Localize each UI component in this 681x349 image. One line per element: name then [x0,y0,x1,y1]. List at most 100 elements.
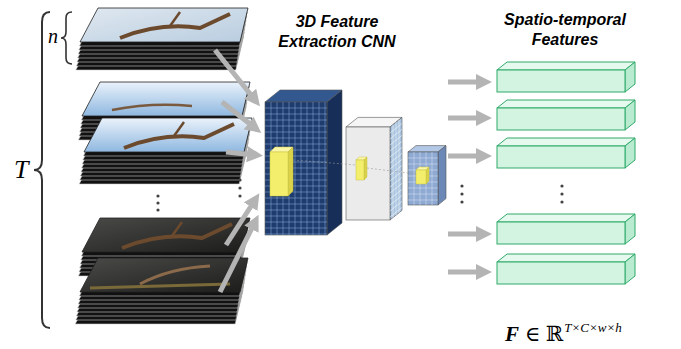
grid-line [408,194,438,195]
feature-map [497,70,625,92]
frame-image [82,82,250,116]
grid-line [265,204,327,205]
ellipsis-dot [156,201,159,204]
ellipsis-dot [460,184,463,187]
block-front [346,127,390,220]
branch [172,222,182,236]
axis-label: n [48,24,58,48]
flow-arrow [448,154,484,159]
kernel-side [364,157,367,180]
grid-line [408,200,438,201]
grid-line [408,164,438,165]
flow-arrow [222,102,255,128]
feature-side [625,138,635,168]
cnn-blocks [265,90,446,235]
kernel-front [270,152,288,196]
feature-top [497,138,635,146]
kernel-front [356,160,364,180]
feature-side [625,254,635,284]
grid-line [265,108,327,109]
flow-arrow [226,152,255,155]
flow-arrow [220,222,255,292]
brace-n [61,12,72,64]
grid-line [265,216,327,217]
flow-arrow [448,232,484,237]
branch [112,105,192,110]
ellipsis-dot [156,194,159,197]
ellipsis-dot [156,208,159,211]
grid-line [408,158,438,159]
flow-arrow [448,116,484,121]
kernel-front [416,170,426,184]
ellipsis-dot [460,192,463,195]
grid-line [399,120,400,213]
ellipsis-dot [238,186,241,189]
feature-top [497,214,635,222]
grid-line [396,122,397,215]
frame-image [82,218,250,252]
grid-line [265,126,327,127]
feature-top [497,62,635,70]
ellipsis-dot [238,194,241,197]
branch [170,12,180,26]
formula-symbol: F [505,322,519,346]
feature-side [625,62,635,92]
block-front [265,102,327,235]
feature-maps [448,62,635,284]
formula: F∈ ℝT×C×w×h [505,314,622,348]
flow-arrow [215,50,255,100]
formula-set: ∈ ℝ [525,322,563,346]
ellipsis-dot [560,192,563,195]
branch [140,266,210,284]
axis-label: T [14,155,28,185]
block-side [327,90,342,235]
formula-exponent: T×C×w×h [564,320,621,335]
grid-line [432,152,433,205]
grid-line [265,132,327,133]
block-side [390,117,402,220]
feature-side [625,214,635,244]
section-title: Spatio-temporal Features [482,10,648,50]
kernel-side [288,147,293,196]
dashed-link [367,168,416,174]
grid-line [265,198,327,199]
grid-line [325,102,326,235]
flow-arrow [448,80,484,85]
frame-image [84,118,252,152]
grid-line [265,228,327,229]
grid-line [265,210,327,211]
frame-image [80,8,248,42]
ground [90,284,230,288]
feature-map [497,108,625,130]
grid-line [301,102,302,235]
grid-line [265,120,327,121]
feature-top [497,254,635,262]
input-arrows [215,50,255,292]
branch [174,122,184,136]
section-title: 3D Feature Extraction CNN [258,12,416,52]
grid-line [265,114,327,115]
brace-t [34,12,50,328]
flow-arrow [448,270,484,275]
feature-map [497,222,625,244]
grid-line [265,138,327,139]
grid-line [319,102,320,235]
grid-line [414,152,415,205]
grid-line [313,102,314,235]
dashed-link [293,160,356,165]
ellipsis-dot [238,178,241,181]
feature-top [497,100,635,108]
kernel-side [426,167,429,184]
grid-line [265,222,327,223]
grid-line [295,102,296,235]
ellipsis-dot [560,200,563,203]
grid-line [265,234,327,235]
block-side [438,146,446,205]
ellipsis-dot [460,200,463,203]
feature-side [625,100,635,130]
flow-arrow [226,200,255,245]
grid-line [408,188,438,189]
feature-map [497,146,625,168]
grid-line [307,102,308,235]
